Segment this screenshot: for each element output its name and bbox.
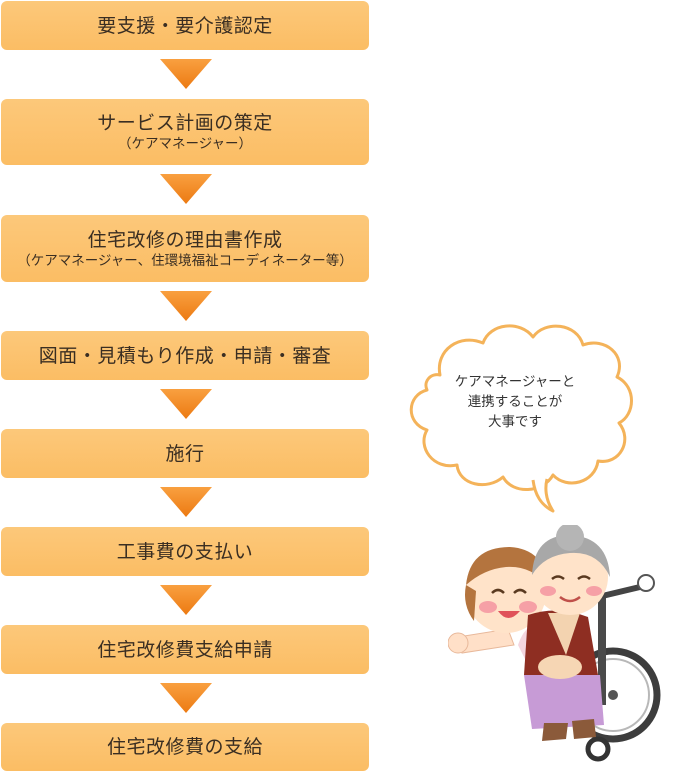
down-arrow-icon bbox=[160, 174, 212, 204]
step-label: 住宅改修費の支給 bbox=[106, 736, 263, 758]
step-label: 要支援・要介護認定 bbox=[97, 14, 273, 37]
step-sublabel: （ケアマネージャー） bbox=[117, 136, 253, 152]
flow-step-8: 住宅改修費の支給 bbox=[1, 723, 369, 771]
step-label: 住宅改修費支給申請 bbox=[97, 638, 273, 661]
flow-step-7: 住宅改修費支給申請 bbox=[1, 625, 369, 674]
flow-step-6: 工事費の支払い bbox=[1, 527, 369, 576]
bubble-line: 連携することが bbox=[467, 394, 563, 410]
step-label: 工事費の支払い bbox=[116, 540, 254, 563]
bubble-line: 大事です bbox=[488, 414, 542, 430]
step-sublabel: （ケアマネージャー、住環境福祉コーディネーター等） bbox=[17, 252, 353, 269]
step-label: 図面・見積もり作成・申請・審査 bbox=[38, 344, 332, 367]
down-arrow-icon bbox=[160, 585, 212, 615]
wheelchair-icon bbox=[565, 574, 661, 762]
bubble-line: ケアマネージャーと bbox=[454, 374, 576, 390]
speech-bubble-icon bbox=[409, 324, 633, 513]
flow-step-2: サービス計画の策定 （ケアマネージャー） bbox=[1, 99, 369, 165]
step-label: サービス計画の策定 bbox=[97, 112, 273, 134]
step-label: 住宅改修の理由書作成 bbox=[87, 228, 283, 251]
down-arrow-icon bbox=[160, 389, 212, 419]
flow-step-4: 図面・見積もり作成・申請・審査 bbox=[1, 331, 369, 380]
caregiver-wheelchair-illustration bbox=[448, 525, 661, 762]
down-arrow-icon bbox=[160, 59, 212, 89]
flow-step-3: 住宅改修の理由書作成 （ケアマネージャー、住環境福祉コーディネーター等） bbox=[1, 215, 369, 282]
flow-step-5: 施行 bbox=[1, 429, 369, 478]
down-arrow-icon bbox=[160, 683, 212, 713]
flow-step-1: 要支援・要介護認定 bbox=[1, 1, 369, 50]
down-arrow-icon bbox=[160, 291, 212, 321]
elderly-woman-figure bbox=[524, 525, 610, 741]
down-arrow-icon bbox=[160, 487, 212, 517]
step-label: 施行 bbox=[165, 442, 205, 465]
speech-bubble-text: ケアマネージャーと 連携することが 大事です bbox=[425, 372, 605, 432]
